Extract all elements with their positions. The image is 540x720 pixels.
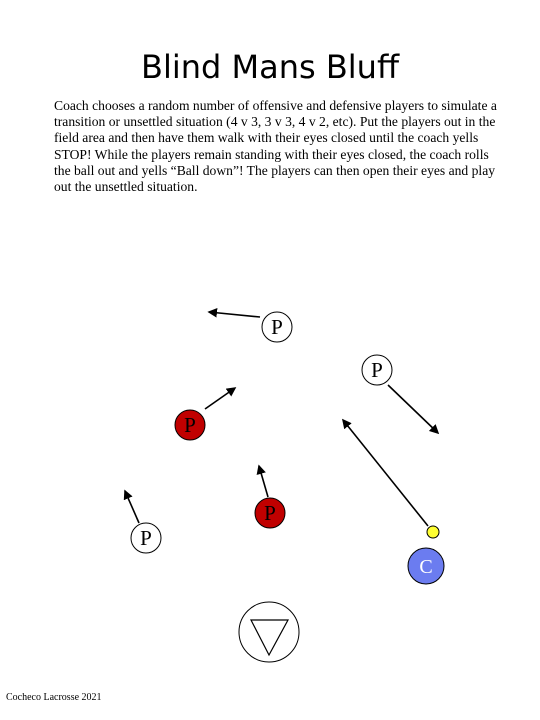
goal-triangle-icon — [238, 601, 300, 663]
movement-arrow — [204, 387, 237, 410]
movement-arrow — [341, 418, 429, 527]
player-label: P — [271, 315, 283, 339]
movement-arrow — [123, 489, 140, 524]
player-defense: P — [174, 409, 206, 441]
player-label: P — [371, 358, 383, 382]
player-label: P — [184, 413, 196, 437]
drill-description: Coach chooses a random number of offensi… — [54, 98, 497, 195]
player-defense: P — [254, 497, 286, 529]
coach-marker: C — [407, 547, 445, 585]
player-offense: P — [361, 354, 393, 386]
player-offense: P — [261, 311, 293, 343]
movement-arrow — [207, 308, 261, 318]
footer-credit: Cocheco Lacrosse 2021 — [6, 692, 102, 703]
movement-arrow — [387, 384, 440, 435]
ball-icon — [426, 525, 440, 539]
player-label: P — [264, 501, 276, 525]
player-label: P — [140, 526, 152, 550]
player-offense: P — [130, 522, 162, 554]
movement-arrow — [256, 464, 269, 498]
coach-label: C — [419, 556, 432, 578]
page-title: Blind Mans Bluff — [140, 48, 399, 86]
